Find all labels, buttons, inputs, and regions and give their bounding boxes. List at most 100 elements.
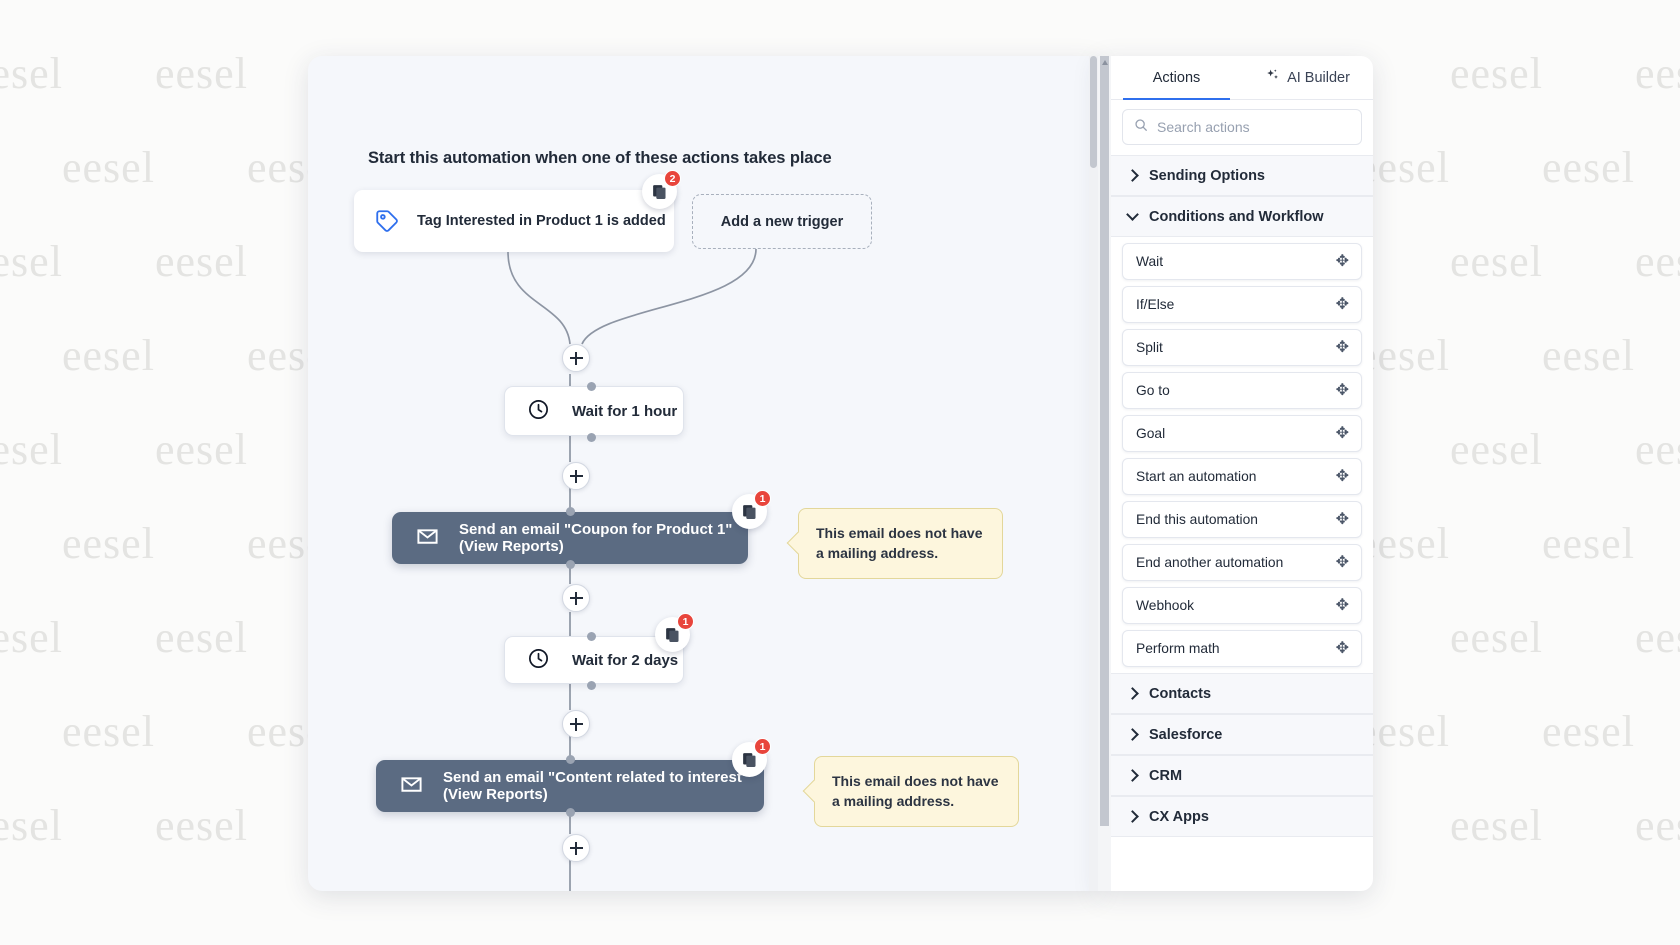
add-step-button-4[interactable]: [562, 710, 590, 738]
add-new-trigger-button[interactable]: Add a new trigger: [692, 194, 872, 249]
watermark-text: eesel: [1635, 237, 1680, 286]
tag-icon: [374, 208, 400, 234]
connector-dot: [566, 808, 575, 817]
action-item-webhook-label: Webhook: [1136, 598, 1195, 613]
watermark-text: eesel: [1635, 801, 1680, 850]
drag-handle-icon[interactable]: ✥: [1335, 596, 1349, 614]
section-cx-apps[interactable]: CX Apps: [1111, 796, 1373, 837]
drag-handle-icon[interactable]: ✥: [1335, 381, 1349, 399]
section-conditions-workflow[interactable]: Conditions and Workflow: [1111, 196, 1373, 237]
drag-handle-icon[interactable]: ✥: [1335, 338, 1349, 356]
warning-callout-2: This email does not have a mailing addre…: [814, 756, 1019, 827]
section-sending-options[interactable]: Sending Options: [1111, 155, 1373, 196]
wait-badge-count: 1: [677, 613, 694, 630]
action-item-perform-math[interactable]: Perform math ✥: [1122, 630, 1362, 667]
sparkles-icon: [1265, 68, 1280, 87]
watermark-text: eesel: [155, 49, 248, 98]
drag-handle-icon[interactable]: ✥: [1335, 510, 1349, 528]
trigger-notes-badge[interactable]: 2: [642, 170, 681, 209]
trigger-card-tag[interactable]: Tag Interested in Product 1 is added 2: [354, 170, 681, 252]
section-cx-apps-label: CX Apps: [1149, 808, 1209, 825]
action-item-wait[interactable]: Wait ✥: [1122, 243, 1362, 280]
search-area: [1111, 100, 1373, 155]
action-item-if-else[interactable]: If/Else ✥: [1122, 286, 1362, 323]
canvas-scrollbar-thumb[interactable]: [1090, 56, 1097, 168]
canvas-scrollbar[interactable]: [1089, 56, 1098, 891]
action-item-if-else-label: If/Else: [1136, 297, 1175, 312]
tab-actions[interactable]: Actions: [1111, 56, 1242, 101]
add-step-button-2[interactable]: [562, 462, 590, 490]
action-item-goal[interactable]: Goal ✥: [1122, 415, 1362, 452]
warning-callout-1-line1: This email does not have: [816, 525, 983, 541]
add-step-button-3[interactable]: [562, 584, 590, 612]
watermark-text: eesel: [62, 331, 155, 380]
add-step-button-1[interactable]: [562, 344, 590, 372]
email-badge-count-1: 1: [754, 490, 771, 507]
action-item-webhook[interactable]: Webhook ✥: [1122, 587, 1362, 624]
section-contacts-label: Contacts: [1149, 685, 1212, 702]
envelope-icon: [416, 525, 439, 552]
action-item-end-another-automation-label: End another automation: [1136, 555, 1284, 570]
search-icon: [1134, 118, 1148, 137]
action-item-start-an-automation-label: Start an automation: [1136, 469, 1257, 484]
flow-node-wait-1-hour-label: Wait for 1 hour: [572, 402, 678, 420]
chevron-right-icon: [1126, 687, 1139, 700]
trigger-badge-count: 2: [664, 170, 681, 187]
connector-dot: [587, 382, 596, 391]
flow-node-wait-2-days[interactable]: Wait for 2 days 1: [504, 613, 694, 690]
drag-handle-icon[interactable]: ✥: [1335, 424, 1349, 442]
panel-scrollbar[interactable]: [1098, 56, 1111, 891]
drag-handle-icon[interactable]: ✥: [1335, 639, 1349, 657]
watermark-text: eesel: [1635, 49, 1680, 98]
action-item-wait-label: Wait: [1136, 254, 1164, 269]
section-salesforce[interactable]: Salesforce: [1111, 714, 1373, 755]
watermark-text: eesel: [155, 801, 248, 850]
flow-node-email-content[interactable]: Send an email "Content related to intere…: [376, 738, 771, 817]
envelope-icon: [400, 773, 423, 800]
section-crm[interactable]: CRM: [1111, 755, 1373, 796]
email-notes-badge-2[interactable]: 1: [732, 738, 771, 777]
drag-handle-icon[interactable]: ✥: [1335, 467, 1349, 485]
action-item-perform-math-label: Perform math: [1136, 641, 1220, 656]
watermark-text: eesel: [62, 519, 155, 568]
automation-builder: Start this automation when one of these …: [308, 56, 1373, 891]
tab-ai-builder[interactable]: AI Builder: [1242, 56, 1373, 99]
flow-node-wait-1-hour[interactable]: Wait for 1 hour: [504, 382, 684, 442]
watermark-text: eesel: [1450, 425, 1543, 474]
wait-notes-badge[interactable]: 1: [655, 613, 694, 652]
connector-dot: [566, 507, 575, 516]
action-item-end-this-automation[interactable]: End this automation ✥: [1122, 501, 1362, 538]
action-item-start-an-automation[interactable]: Start an automation ✥: [1122, 458, 1362, 495]
watermark-text: eesel: [1450, 49, 1543, 98]
watermark-text: eesel: [1542, 519, 1635, 568]
watermark-text: eesel: [1542, 143, 1635, 192]
drag-handle-icon[interactable]: ✥: [1335, 295, 1349, 313]
watermark-text: eesel: [1450, 613, 1543, 662]
scroll-up-arrow-icon[interactable]: [1101, 60, 1108, 65]
notes-icon: [666, 628, 679, 642]
action-item-end-this-automation-label: End this automation: [1136, 512, 1258, 527]
action-item-end-another-automation[interactable]: End another automation ✥: [1122, 544, 1362, 581]
section-contacts[interactable]: Contacts: [1111, 673, 1373, 714]
action-item-split[interactable]: Split ✥: [1122, 329, 1362, 366]
warning-callout-1: This email does not have a mailing addre…: [798, 508, 1003, 579]
drag-handle-icon[interactable]: ✥: [1335, 553, 1349, 571]
add-step-button-5[interactable]: [562, 834, 590, 862]
warning-callout-2-line1: This email does not have: [832, 773, 999, 789]
flow-node-email-coupon-label: Send an email "Coupon for Product 1" (Vi…: [459, 521, 733, 555]
email-badge-count-2: 1: [754, 738, 771, 755]
flow-node-email-coupon[interactable]: Send an email "Coupon for Product 1" (Vi…: [392, 490, 771, 569]
search-input[interactable]: [1157, 119, 1350, 135]
section-crm-label: CRM: [1149, 767, 1183, 784]
watermark-text: eesel: [0, 801, 63, 850]
chevron-right-icon: [1126, 769, 1139, 782]
action-item-go-to[interactable]: Go to ✥: [1122, 372, 1362, 409]
add-new-trigger-label: Add a new trigger: [720, 213, 844, 230]
search-box[interactable]: [1122, 109, 1362, 145]
panel-scrollbar-thumb[interactable]: [1100, 56, 1109, 826]
clock-icon: [527, 647, 550, 674]
drag-handle-icon[interactable]: ✥: [1335, 252, 1349, 270]
tab-ai-builder-label: AI Builder: [1287, 69, 1350, 86]
workflow-canvas[interactable]: Start this automation when one of these …: [308, 56, 1098, 891]
email-notes-badge-1[interactable]: 1: [732, 490, 771, 529]
